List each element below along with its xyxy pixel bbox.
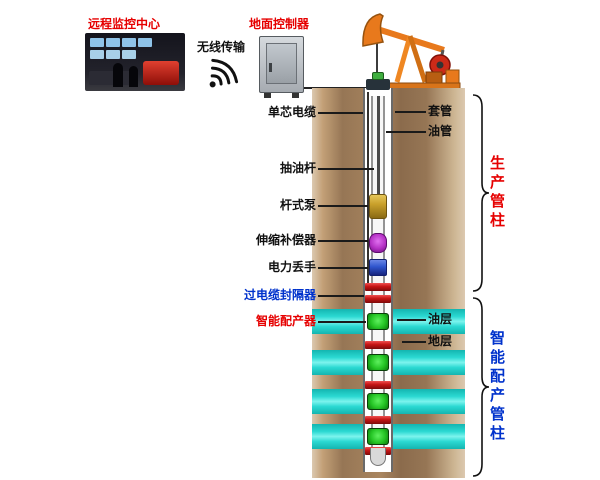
callout-line <box>318 112 363 114</box>
telescopic-compensator-component <box>369 233 387 253</box>
rod-pump-label: 杆式泵 <box>279 198 316 212</box>
tubing-label: 油管 <box>428 124 453 138</box>
monitor-screen <box>106 50 120 59</box>
sucker-rod-string <box>377 96 380 196</box>
monitoring-room-photo <box>85 33 185 91</box>
electric-release-component <box>369 259 387 276</box>
motor <box>445 69 460 84</box>
controller-cabinet <box>259 36 304 93</box>
production-string-caption: 生产管柱 <box>488 155 506 231</box>
pumpjack-illustration <box>362 13 461 90</box>
monitor-screen <box>106 38 120 47</box>
crank-hub <box>436 61 444 69</box>
smart-allocator-component <box>367 428 389 445</box>
gearbox <box>425 71 443 84</box>
smart-string-bracket <box>472 297 490 477</box>
callout-line <box>395 111 426 113</box>
cabinet-leg <box>292 93 299 98</box>
single-core-cable-label: 单芯电缆 <box>267 105 316 119</box>
wifi-signal-icon <box>209 58 239 88</box>
operator-silhouette <box>129 66 138 87</box>
red-equipment <box>143 61 179 85</box>
callout-line <box>397 319 426 321</box>
smart-allocator-component <box>367 313 389 330</box>
callout-line <box>402 341 426 343</box>
callout-line <box>318 321 366 323</box>
samson-post-rear <box>407 35 428 83</box>
wellhead-valve <box>372 72 384 80</box>
casing-label: 套管 <box>428 104 453 118</box>
callout-line <box>318 295 364 297</box>
tubing-shoe <box>370 448 386 466</box>
formation-label: 地层 <box>428 334 453 348</box>
monitor-screen <box>122 50 136 59</box>
callout-line <box>386 131 426 133</box>
smart-allocator-label: 智能配产器 <box>255 314 316 328</box>
control-console <box>89 71 131 85</box>
monitor-screen <box>122 38 136 47</box>
callout-line <box>318 240 368 242</box>
operator-silhouette <box>113 63 123 87</box>
smart-allocator-component <box>367 354 389 371</box>
electric-release-label: 电力丢手 <box>267 260 316 274</box>
cabinet-leg <box>264 93 271 98</box>
cable-packer-label: 过电缆封隔器 <box>243 288 316 302</box>
packer-component <box>365 381 391 389</box>
monitor-screen <box>90 38 104 47</box>
rod-pump-component <box>369 194 387 219</box>
compensator-label: 伸缩补偿器 <box>255 233 316 247</box>
monitor-screen <box>90 50 104 59</box>
ground-controller-label: 地面控制器 <box>249 17 310 31</box>
callout-line <box>318 267 368 269</box>
wireless-label: 无线传输 <box>197 40 246 54</box>
cable-packer-component <box>365 295 391 303</box>
samson-post-front <box>394 35 413 83</box>
sucker-rod-label: 抽油杆 <box>279 161 316 175</box>
horsehead <box>362 13 384 47</box>
single-core-cable-line <box>367 92 369 285</box>
packer-component <box>365 416 391 424</box>
callout-line <box>318 205 368 207</box>
callout-line <box>318 168 374 170</box>
remote-monitoring-label: 远程监控中心 <box>88 17 161 31</box>
packer-component <box>365 341 391 349</box>
wellhead <box>366 79 390 90</box>
oil-layer-label: 油层 <box>428 312 453 326</box>
production-string-bracket <box>472 94 490 292</box>
cable-packer-component <box>365 283 391 291</box>
smart-string-caption: 智能配产管柱 <box>488 330 506 444</box>
monitor-screen <box>138 38 152 47</box>
smart-allocator-component <box>367 393 389 410</box>
cabinet-handle <box>269 63 272 72</box>
